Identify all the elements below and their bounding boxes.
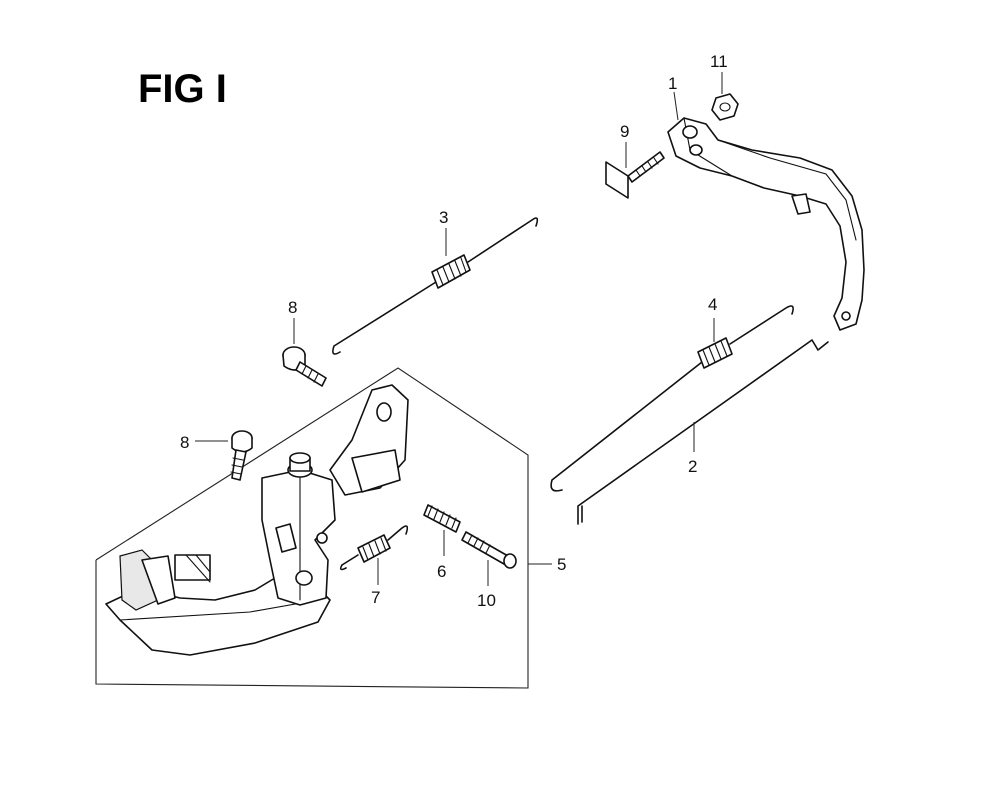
part-lever-1 bbox=[667, 117, 865, 331]
callout-2: 2 bbox=[688, 457, 697, 476]
callout-4: 4 bbox=[708, 295, 717, 314]
callout-5: 5 bbox=[557, 555, 566, 574]
callout-8-upper: 8 bbox=[288, 298, 297, 317]
callout-3: 3 bbox=[439, 208, 448, 227]
callout-11: 11 bbox=[710, 52, 728, 71]
part-spring-7 bbox=[339, 525, 409, 571]
part-spring-3 bbox=[332, 217, 539, 355]
part-bolt-8-upper bbox=[282, 346, 327, 387]
callout-9: 9 bbox=[620, 122, 629, 141]
part-spring-6 bbox=[423, 504, 461, 533]
part-spring-4 bbox=[550, 305, 794, 492]
callout-1: 1 bbox=[668, 74, 677, 93]
callout-7: 7 bbox=[371, 588, 380, 607]
part-screw-10 bbox=[461, 531, 517, 569]
figure-title: FIG I bbox=[138, 67, 227, 111]
leader-1 bbox=[673, 91, 679, 121]
callout-8-lower: 8 bbox=[180, 433, 189, 452]
callout-10: 10 bbox=[477, 591, 496, 610]
part-stopper-9 bbox=[605, 151, 665, 199]
part-bolt-8-lower bbox=[230, 430, 253, 481]
callout-6: 6 bbox=[437, 562, 446, 581]
part-nut-11 bbox=[711, 93, 739, 121]
assembly-frame bbox=[95, 367, 529, 689]
part-rod-2 bbox=[577, 339, 829, 525]
part-control-plate bbox=[105, 384, 409, 656]
